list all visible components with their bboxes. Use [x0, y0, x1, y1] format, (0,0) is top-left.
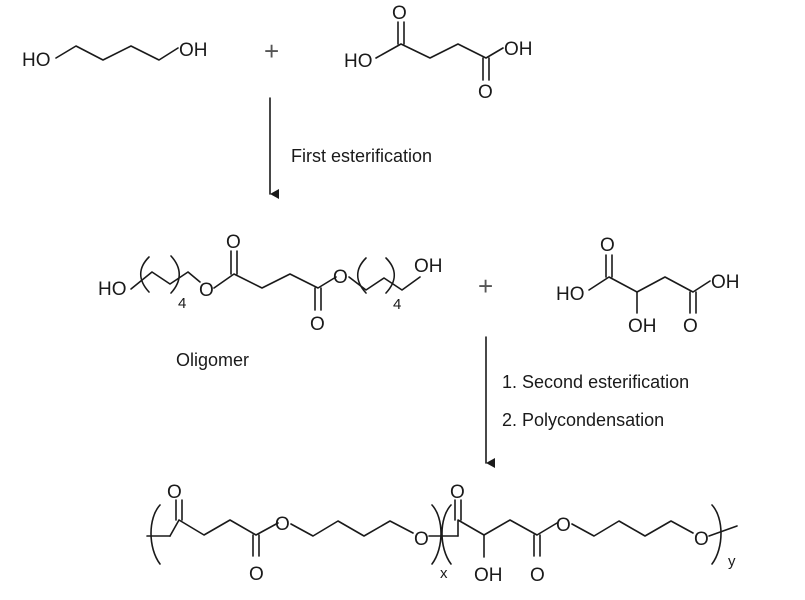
succinic-oh-label: OH: [504, 39, 533, 60]
oligomer-subscript-4-right: 4: [393, 296, 401, 313]
oligomer-subscript-4-left: 4: [178, 295, 186, 312]
first-esterification-label: First esterification: [291, 146, 432, 166]
copolymer-molecule: O O O O x O OH O O O y: [146, 482, 738, 586]
malic-oh-label: OH: [711, 272, 740, 293]
copolymer-ester-o-2: O: [414, 529, 429, 550]
butanediol-ho-label: HO: [22, 50, 51, 71]
oligomer-ester-o-right: O: [333, 267, 348, 288]
oligomer-oh-label: OH: [414, 256, 443, 277]
malic-carbonyl-o-top: O: [600, 235, 615, 256]
copolymer-carbonyl-o-4: O: [530, 565, 545, 586]
copolymer-carbonyl-o-1: O: [167, 482, 182, 503]
plus-sign-2: +: [478, 271, 493, 301]
copolymer-subscript-y: y: [728, 553, 736, 570]
copolymer-subscript-x: x: [440, 565, 448, 582]
second-esterification-label: 1. Second esterification: [502, 372, 689, 392]
oligomer-ester-o-left: O: [199, 280, 214, 301]
malic-carbonyl-o-bottom: O: [683, 316, 698, 337]
copolymer-hydroxyl-oh-label: OH: [474, 565, 503, 586]
succinic-carbonyl-o-bottom: O: [478, 82, 493, 103]
copolymer-ester-o-3: O: [556, 515, 571, 536]
malic-ho-label: HO: [556, 284, 585, 305]
copolymer-ester-o-4: O: [694, 529, 709, 550]
succinic-acid-molecule: HO O OH O: [344, 3, 533, 103]
copolymer-ester-o-1: O: [275, 514, 290, 535]
butanediol-molecule: HO OH: [22, 40, 208, 71]
oligomer-carbonyl-o-top: O: [226, 232, 241, 253]
polycondensation-label: 2. Polycondensation: [502, 410, 664, 430]
oligomer-ho-label: HO: [98, 279, 127, 300]
oligomer-carbonyl-o-bottom: O: [310, 314, 325, 335]
plus-sign-1: +: [264, 36, 279, 66]
oligomer-label: Oligomer: [176, 350, 249, 370]
succinic-carbonyl-o-top: O: [392, 3, 407, 24]
copolymer-carbonyl-o-2: O: [249, 564, 264, 585]
oligomer-molecule: HO 4 O O O O 4 OH: [98, 232, 443, 335]
malic-hydroxyl-oh-label: OH: [628, 316, 657, 337]
butanediol-oh-label: OH: [179, 40, 208, 61]
copolymer-carbonyl-o-3: O: [450, 482, 465, 503]
malic-acid-molecule: HO O OH O OH: [556, 235, 740, 337]
succinic-ho-label: HO: [344, 51, 373, 72]
